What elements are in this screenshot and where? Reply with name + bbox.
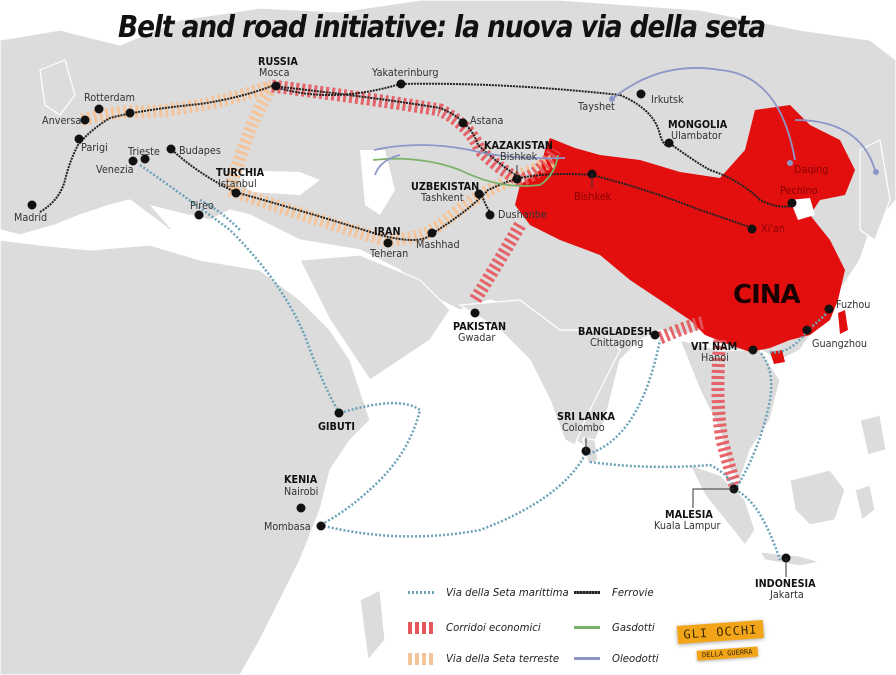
legend-item-corridors: Corridoi economici: [408, 621, 549, 634]
label-istanbul: Istanbul: [218, 178, 257, 190]
label-trieste: Trieste: [128, 146, 160, 158]
label-kazakistan: KAZAKISTAN: [484, 140, 553, 152]
map-title: Belt and road initiative: la nuova via d…: [118, 10, 766, 45]
china-shape: [515, 105, 855, 352]
label-anversa: Anversa: [42, 115, 82, 127]
legend-item-land: Via della Seta terreste: [408, 652, 569, 665]
label-srilanka: SRI LANKA: [557, 411, 616, 423]
label-tashkent: Tashkent: [421, 192, 464, 204]
label-irkutsk: Irkutsk: [651, 94, 684, 106]
label-russia: RUSSIA: [258, 56, 298, 68]
label-bishkek: Bishkek: [500, 151, 538, 163]
label-gwadar: Gwadar: [458, 332, 496, 344]
label-bangladesh: BANGLADESH: [578, 326, 653, 338]
gas-pipeline-swatch-icon: [574, 626, 600, 629]
label-dushanbe: Dushanbe: [498, 209, 547, 221]
label-nairobi: Nairobi: [284, 486, 319, 498]
railway-swatch-icon: [574, 591, 600, 594]
land-route-swatch-icon: [408, 652, 434, 665]
label-vietnam: VIT NAM: [691, 341, 738, 353]
logo-line-1: GLI OCCHI: [676, 620, 764, 644]
label-kenia: KENIA: [284, 474, 318, 486]
label-kuala-lampur: Kuala Lampur: [654, 520, 721, 532]
label-gibuti: GIBUTI: [318, 421, 355, 433]
label-madrid: Madrid: [14, 212, 48, 224]
label-turchia: TURCHIA: [216, 167, 265, 179]
label-ulambator: Ulambator: [671, 130, 722, 142]
label-parigi: Parigi: [81, 142, 108, 154]
legend-item-maritime: Via della Seta marittima: [408, 586, 579, 599]
label-tayshet: Tayshet: [578, 101, 615, 113]
label-teheran: Teheran: [370, 248, 409, 260]
label-fuzhou: Fuzhou: [836, 299, 871, 311]
label-cina: CINA: [733, 280, 801, 310]
label-chittagong: Chittagong: [590, 337, 644, 349]
label-guangzhou: Guangzhou: [812, 338, 868, 350]
label-bishkek-china: Bishkek: [574, 191, 612, 203]
label-malesia: MALESIA: [665, 509, 713, 521]
label-budapes: Budapes: [179, 145, 221, 157]
railways: [39, 82, 796, 241]
label-mosca: Mosca: [259, 67, 290, 79]
label-astana: Astana: [470, 115, 504, 127]
maritime-route-swatch-icon: [408, 591, 434, 594]
legend-item-gas: Gasdotti: [574, 621, 658, 634]
economic-corridor-swatch-icon: [408, 621, 434, 634]
oil-pipelines: [373, 67, 876, 176]
label-jakarta: Jakarta: [770, 589, 804, 601]
legend-item-railways: Ferrovie: [574, 586, 657, 599]
label-venezia: Venezia: [96, 164, 134, 176]
city-markers: [27, 79, 834, 563]
label-colombo: Colombo: [562, 422, 605, 434]
label-daqing: Daqing: [794, 164, 829, 176]
gas-pipelines: [372, 154, 559, 187]
label-yakaterinburg: Yakaterinburg: [372, 67, 439, 79]
label-pechino: Pechino: [780, 185, 818, 197]
label-uzbekistan: UZBEKISTAN: [411, 181, 480, 193]
economic-corridors: [271, 79, 742, 488]
label-pakistan: PAKISTAN: [453, 321, 507, 333]
label-hanoi: Hanoi: [701, 352, 729, 364]
label-pireo: Pireo: [190, 200, 214, 212]
publisher-logo: GLI OCCHI DELLA GUERRA: [676, 618, 766, 663]
label-mombasa: Mombasa: [264, 521, 311, 533]
label-mongolia: MONGOLIA: [668, 119, 728, 131]
label-xian: Xi'an: [761, 223, 786, 235]
label-iran: IRAN: [374, 226, 401, 238]
oil-pipeline-swatch-icon: [574, 657, 600, 660]
label-indonesia: INDONESIA: [755, 578, 816, 590]
label-mashhad: Mashhad: [416, 239, 460, 251]
maritime-route: [139, 163, 831, 561]
legend-item-oil: Oleodotti: [574, 652, 663, 665]
label-rotterdam: Rotterdam: [84, 92, 135, 104]
